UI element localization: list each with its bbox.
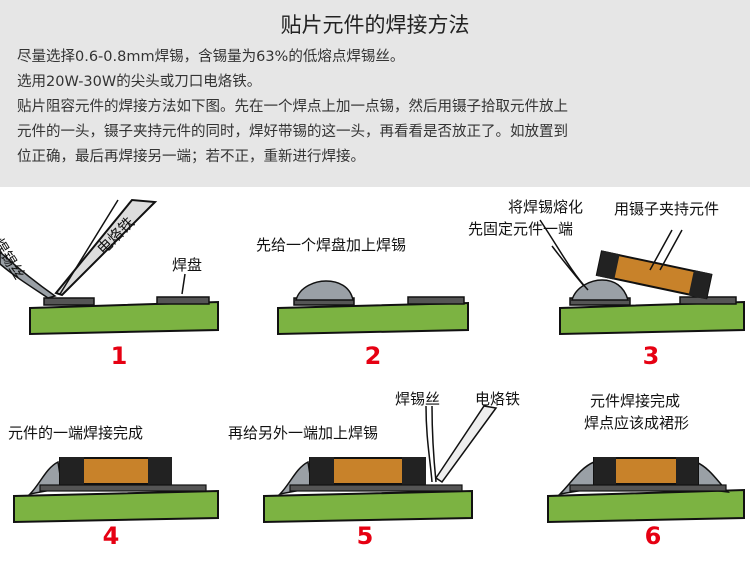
solder-blob [295, 280, 354, 301]
step-3-panel: 将焊锡熔化 先固定元件一端 用镊子夹持元件 3 [468, 190, 750, 375]
solder-pad [43, 297, 95, 306]
label-melt-solder: 将焊锡熔化 [508, 198, 584, 216]
intro-line: 贴片阻容元件的焊接方法如下图。先在一个焊点上加一点锡，然后用镊子拾取元件放上 [17, 99, 568, 115]
intro-text: 尽量选择0.6-0.8mm焊锡，含锡量为63%的低熔点焊锡丝。 选用20W-30… [17, 45, 737, 170]
step-3-illustration [539, 219, 745, 336]
step-4-illustration [13, 457, 219, 524]
step-5-panel: 再给另外一端加上焊锡 焊锡丝 电烙铁 5 [228, 378, 520, 563]
solder-wire [0, 250, 57, 299]
solder-pad [569, 484, 727, 492]
smd-component [595, 250, 713, 300]
label-fix-one-end: 先固定元件一端 [468, 220, 574, 238]
step-6-illustration [547, 457, 745, 524]
circuit-board [277, 301, 469, 336]
circuit-board [263, 489, 473, 524]
intro-line: 尽量选择0.6-0.8mm焊锡，含锡量为63%的低熔点焊锡丝。 [17, 49, 405, 65]
label-soldering-iron: 电烙铁 [475, 390, 521, 408]
label-step-4: 元件的一端焊接完成 [8, 424, 144, 442]
circuit-board [559, 300, 745, 336]
label-solder-wire: 焊锡丝 [395, 390, 441, 408]
step-number: 4 [102, 522, 120, 550]
step-5-illustration [263, 405, 498, 524]
solder-pad [289, 484, 463, 492]
solder-wire [425, 405, 433, 483]
step-1-illustration [0, 198, 219, 336]
label-skirt-shape: 焊点应该成裙形 [584, 414, 690, 432]
step-number: 5 [356, 522, 374, 550]
step-6-panel: 元件焊接完成 焊点应该成裙形 6 [500, 378, 750, 563]
label-completed: 元件焊接完成 [590, 392, 681, 410]
step-number: 2 [364, 342, 382, 370]
step-2-illustration [277, 280, 469, 336]
step-4-panel: 元件的一端焊接完成 4 [0, 378, 250, 563]
solder-pad [39, 484, 207, 492]
soldering-iron [434, 405, 498, 484]
label-step-2: 先给一个焊盘加上焊锡 [256, 236, 407, 254]
tweezers [649, 229, 683, 271]
step-number: 6 [644, 522, 662, 550]
solder-pad [156, 296, 210, 305]
circuit-board [29, 300, 219, 336]
step-number: 1 [110, 342, 128, 370]
intro-line: 位正确，最后再焊接另一端；若不正，重新进行焊接。 [17, 149, 365, 165]
step-number: 3 [642, 342, 660, 370]
step-1-panel: 焊锡丝 电烙铁 焊盘 1 [0, 190, 250, 375]
solder-blob [571, 279, 629, 301]
step-2-panel: 先给一个焊盘加上焊锡 2 [250, 190, 500, 375]
circuit-board [547, 488, 745, 524]
label-pad: 焊盘 [172, 256, 203, 274]
circuit-board [13, 489, 219, 524]
soldering-iron [54, 198, 158, 297]
intro-line: 选用20W-30W的尖头或刀口电烙铁。 [17, 74, 262, 90]
label-tweezers: 用镊子夹持元件 [614, 200, 720, 218]
solder-pad [407, 296, 465, 305]
label-step-5: 再给另外一端加上焊锡 [228, 424, 379, 442]
solder-pad [679, 296, 737, 305]
header-panel [0, 0, 750, 187]
intro-line: 元件的一头，镊子夹持元件的同时，焊好带锡的这一头，再看看是否放正了。如放置到 [17, 124, 568, 140]
page-title: 贴片元件的焊接方法 [280, 13, 470, 37]
